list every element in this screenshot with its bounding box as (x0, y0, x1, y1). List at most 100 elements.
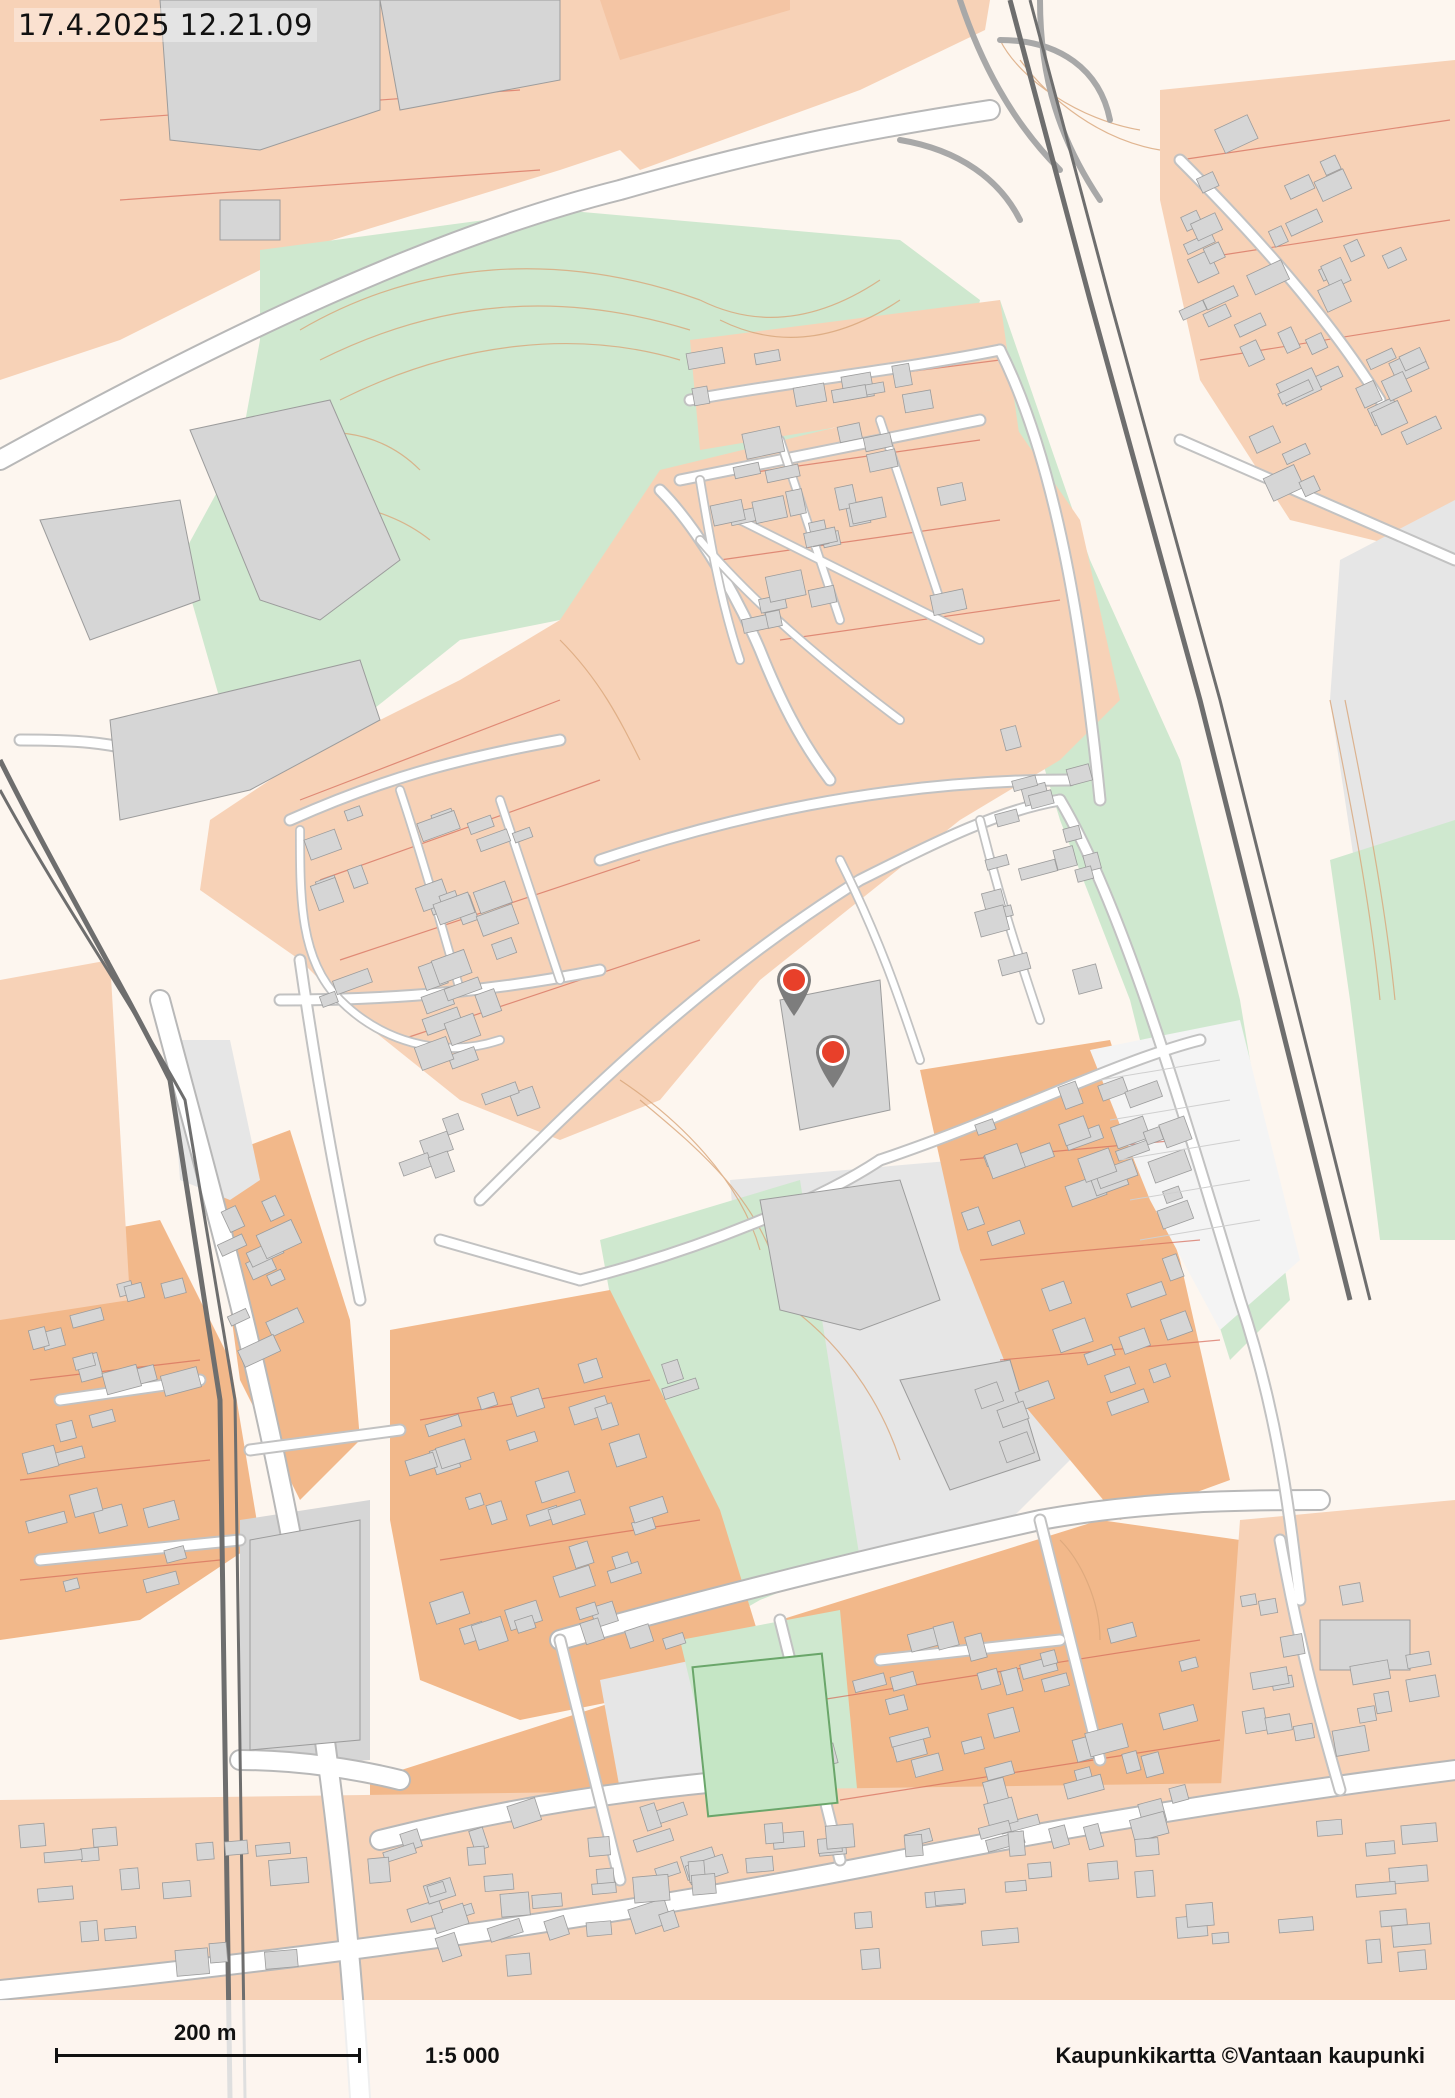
house (632, 1827, 675, 1853)
house (1161, 1253, 1185, 1282)
building-school (759, 1179, 941, 1331)
house (343, 805, 364, 822)
house (1331, 1724, 1370, 1757)
house (303, 828, 343, 861)
house (1083, 1343, 1116, 1366)
house (1185, 1901, 1215, 1928)
house (25, 1510, 68, 1534)
house (575, 1601, 600, 1621)
house (506, 1431, 539, 1451)
railway-east-2 (1028, 0, 1372, 1301)
house (1398, 346, 1427, 372)
house (964, 1632, 988, 1662)
house (119, 1867, 141, 1891)
house (891, 362, 913, 388)
house (547, 1498, 586, 1526)
house (792, 382, 828, 407)
map-attribution: Kaupunkikartta ©Vantaan kaupunki (1055, 2043, 1425, 2068)
house (552, 1564, 596, 1598)
house (265, 1307, 305, 1338)
house (485, 1500, 508, 1525)
house (1400, 415, 1443, 446)
house (1373, 1690, 1393, 1715)
house (661, 1377, 700, 1401)
house (472, 880, 513, 915)
house (1388, 1864, 1429, 1885)
house (1118, 1327, 1152, 1355)
house (416, 809, 461, 843)
house (513, 1614, 537, 1634)
house (1267, 225, 1289, 248)
house-blocks (18, 114, 1443, 1977)
house (1124, 1080, 1164, 1109)
house (79, 1919, 100, 1943)
house (1097, 1076, 1129, 1102)
building-office-1 (189, 399, 401, 621)
house (1400, 1822, 1438, 1845)
scale-distance-label: 200 m (174, 2020, 237, 2045)
house (1168, 1784, 1190, 1804)
house (709, 498, 746, 527)
house (1159, 1310, 1194, 1341)
house (984, 1760, 1016, 1782)
house (1262, 464, 1305, 502)
house (1058, 1115, 1092, 1147)
building-office-2 (39, 499, 201, 641)
house (309, 876, 345, 912)
house (466, 814, 495, 836)
house (836, 422, 863, 444)
house (475, 903, 520, 937)
house (426, 1880, 447, 1898)
house (764, 569, 807, 603)
house (1104, 1366, 1137, 1394)
house (1313, 168, 1353, 203)
house (1057, 1080, 1084, 1110)
house (1277, 1916, 1315, 1934)
house (632, 1873, 671, 1904)
house (531, 1892, 563, 1909)
house (753, 349, 781, 366)
house (477, 1391, 499, 1411)
house (18, 1822, 47, 1849)
house (486, 1917, 524, 1943)
ne-grey (600, 0, 790, 60)
house (1011, 774, 1039, 792)
house (101, 1363, 143, 1396)
house (103, 1925, 137, 1942)
house (216, 1233, 248, 1257)
location-pin-2-marker[interactable] (812, 1032, 854, 1090)
house (505, 1952, 532, 1977)
house (424, 1413, 463, 1438)
house (266, 1268, 286, 1287)
location-pin-1-marker[interactable] (773, 960, 815, 1018)
house (1027, 1861, 1053, 1880)
house (367, 1856, 391, 1884)
house (984, 854, 1010, 871)
house (237, 1333, 282, 1368)
house (255, 1218, 303, 1260)
house (331, 968, 373, 996)
house (1052, 845, 1078, 871)
house (1189, 212, 1224, 242)
house (986, 1219, 1026, 1247)
building-small-1 (219, 199, 281, 241)
building-industrial-2 (379, 0, 561, 111)
house (1027, 789, 1055, 810)
house (1106, 1621, 1137, 1644)
house (1007, 1830, 1026, 1857)
house (208, 1941, 229, 1964)
railway-east (1007, 0, 1353, 1301)
house (263, 1948, 299, 1970)
building-mall (249, 1519, 361, 1751)
house (261, 1194, 285, 1222)
house (404, 1451, 438, 1477)
house (1147, 1148, 1193, 1184)
house (159, 1366, 202, 1397)
house (160, 1277, 187, 1299)
house (1277, 379, 1314, 405)
house (427, 1150, 456, 1179)
house (910, 1752, 944, 1778)
scale-bar-line (55, 2054, 361, 2057)
house (1202, 285, 1239, 311)
